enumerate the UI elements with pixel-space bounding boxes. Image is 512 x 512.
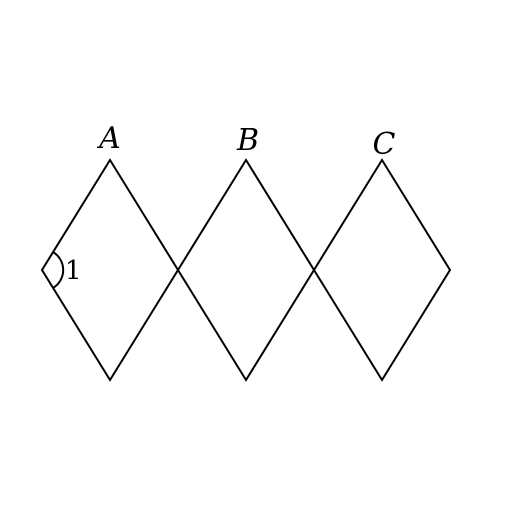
vertex-label-b: B	[236, 123, 259, 158]
rhombus-b	[176, 158, 316, 382]
angle-1-label: 1	[65, 256, 82, 286]
rhombus-a	[40, 158, 180, 382]
vertex-label-a: A	[96, 121, 121, 156]
rhombus-c	[312, 158, 452, 382]
angle-1-arc	[52, 251, 65, 289]
vertex-label-c: C	[373, 127, 396, 162]
